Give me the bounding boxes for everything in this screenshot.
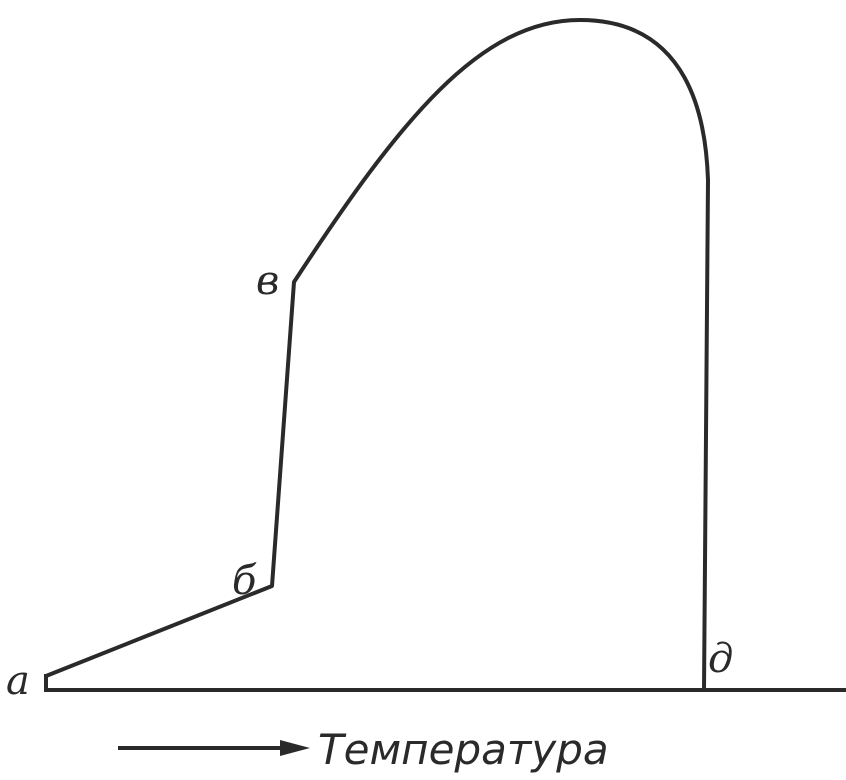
process-curve [44,18,710,692]
axis-arrow [118,740,310,756]
point-label-v: в [256,258,279,304]
axis-arrow-head [280,740,310,756]
axis-label-temperature: Температура [318,725,609,774]
point-label-d: д [708,636,733,682]
point-label-a: a [6,658,30,704]
point-label-b: б [232,558,257,604]
